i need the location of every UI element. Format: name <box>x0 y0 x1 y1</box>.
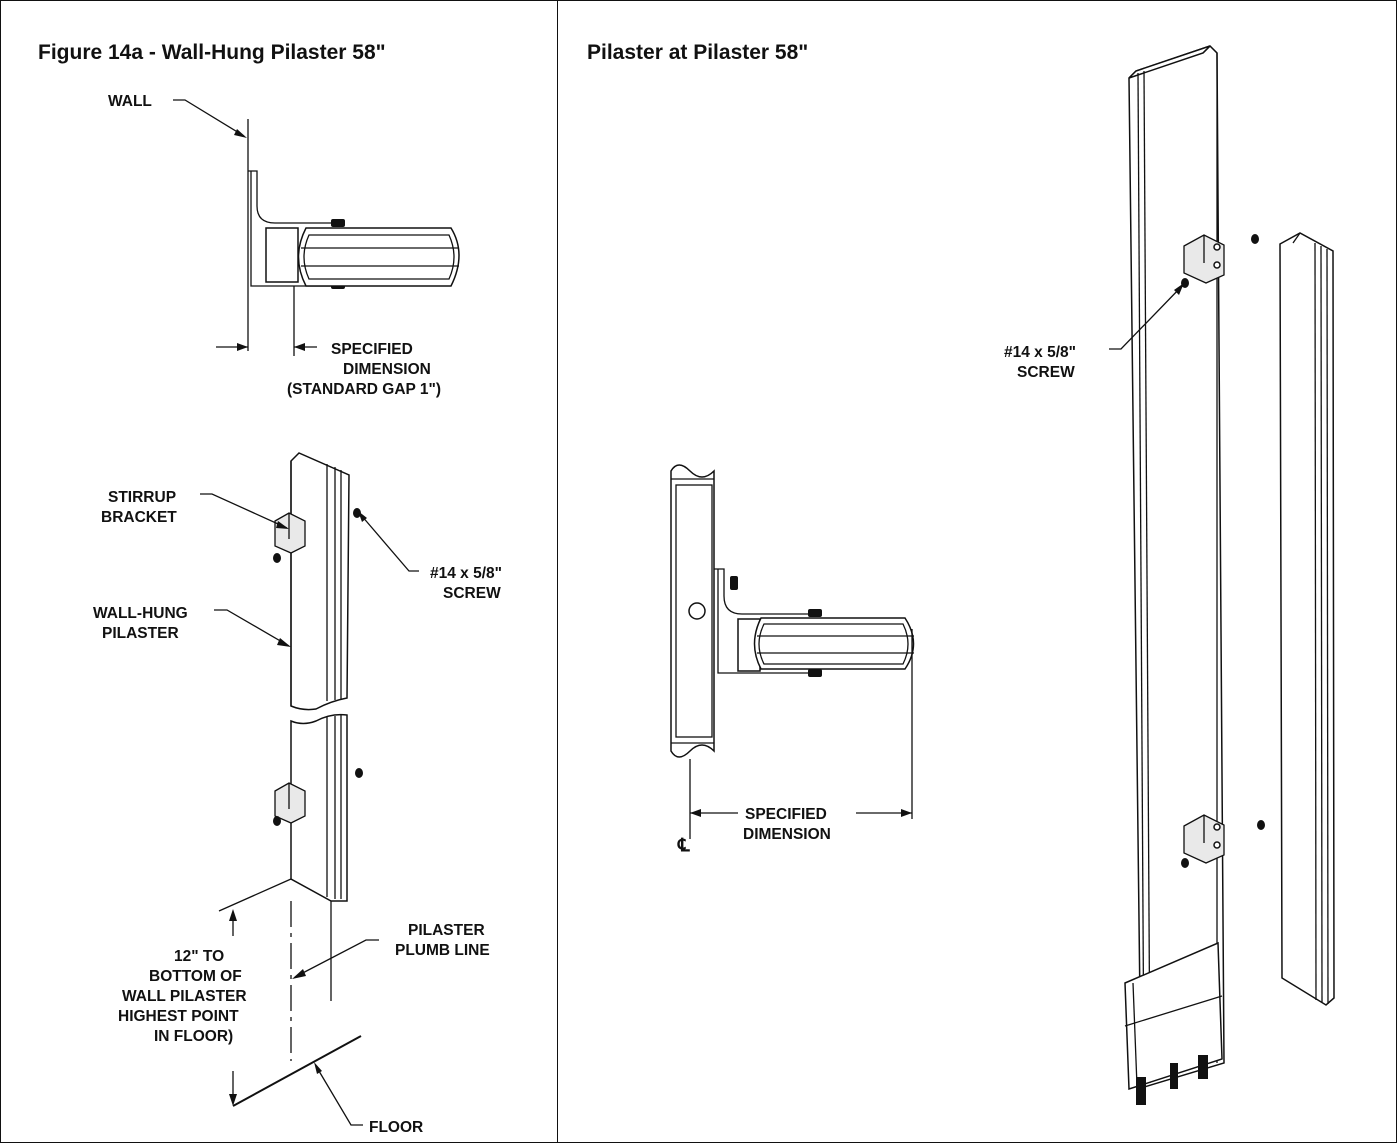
label-pilaster-plumb: PILASTER <box>408 922 485 939</box>
label-plumb-line: PLUMB LINE <box>395 942 490 959</box>
label-height-line5: IN FLOOR) <box>154 1028 233 1045</box>
label-bracket: BRACKET <box>101 509 177 526</box>
label-height-line3: WALL PILASTER <box>122 988 247 1005</box>
label-centerline: ℄ <box>677 835 690 855</box>
figure-title-left: Figure 14a - Wall-Hung Pilaster 58" <box>38 41 386 64</box>
label-pilaster: PILASTER <box>102 625 179 642</box>
label-height-line4: HIGHEST POINT <box>118 1008 239 1025</box>
wall-bracket-plan-view <box>173 99 460 356</box>
label-wall-hung: WALL-HUNG <box>93 605 188 622</box>
pilaster-plan-view <box>670 464 915 839</box>
figure-title-right: Pilaster at Pilaster 58" <box>587 41 809 64</box>
label-specified-right: SPECIFIED <box>745 806 827 823</box>
label-height-line1: 12" TO <box>174 948 224 965</box>
separate-pilaster-panel <box>1279 232 1335 1006</box>
label-specified-dimension-line2: DIMENSION <box>343 361 431 378</box>
label-screw-right: SCREW <box>1017 364 1075 381</box>
label-wall: WALL <box>108 93 152 110</box>
label-screw-left: SCREW <box>443 585 501 602</box>
label-dimension-right: DIMENSION <box>743 826 831 843</box>
label-stirrup: STIRRUP <box>108 489 176 506</box>
label-floor: FLOOR <box>369 1119 423 1136</box>
pilaster-at-pilaster-diagram: SPECIFIED DIMENSION ℄ <box>670 45 1335 1105</box>
label-height-line2: BOTTOM OF <box>149 968 242 985</box>
wall-hung-pilaster-elevation <box>200 452 419 1126</box>
label-specified-dimension-line1: SPECIFIED <box>331 341 413 358</box>
label-screw-size-right: #14 x 5/8" <box>1004 344 1076 361</box>
label-screw-size-left: #14 x 5/8" <box>430 565 502 582</box>
label-standard-gap: (STANDARD GAP 1") <box>287 381 441 398</box>
right-figure-panel: Pilaster at Pilaster 58" <box>557 0 1397 1143</box>
wall-hung-pilaster-diagram: WALL SPECIFIED DIMENSION (STANDARD GAP 1… <box>93 93 502 1136</box>
left-figure-panel: Figure 14a - Wall-Hung Pilaster 58" <box>0 0 558 1143</box>
tall-pilaster-isometric <box>1109 45 1265 1105</box>
